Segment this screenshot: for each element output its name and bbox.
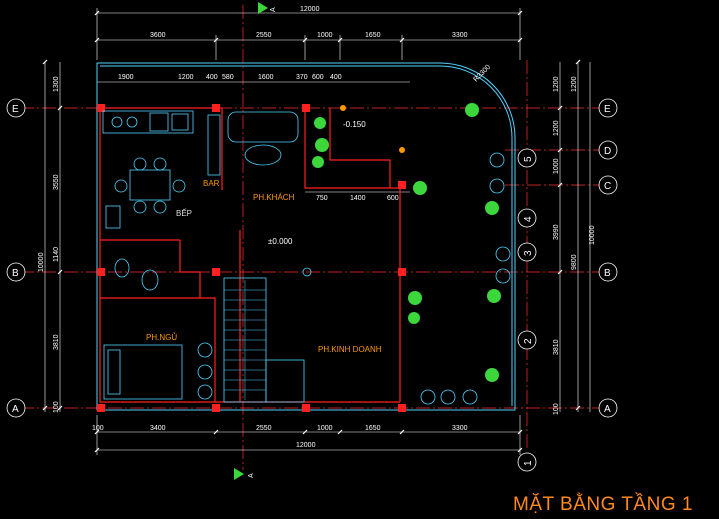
dim-right-inner: 1000 (553, 158, 560, 174)
left-axis-bubbles (6, 98, 26, 418)
radius-label: R3300 (472, 64, 492, 84)
dim-bottom-seg: 2550 (256, 425, 272, 432)
dim-left-seg: 3810 (53, 334, 60, 350)
section-mark-top: A (270, 7, 277, 12)
dim-right-total: 10000 (589, 225, 596, 245)
room-bep: BẾP (176, 208, 192, 218)
section-markers (234, 2, 268, 480)
dim-bottom-seg: 1000 (317, 425, 333, 432)
dim-top-inner: 580 (222, 74, 234, 81)
dim-top-seg: 1000 (317, 32, 333, 39)
dim-right-inner: 1200 (553, 120, 560, 136)
axis-right-b: B (604, 268, 611, 279)
dim-bottom-seg: 3400 (150, 425, 166, 432)
axis-grid-1: 1 (523, 460, 534, 466)
dim-bottom-seg: 100 (92, 425, 104, 432)
axis-left-a: A (12, 404, 19, 415)
dim-bottom-seg: 3300 (452, 425, 468, 432)
building-outline (96, 62, 516, 411)
dim-top-inner: 400 (206, 74, 218, 81)
plants (312, 103, 501, 382)
dim-left-seg: 3550 (53, 174, 60, 190)
axis-grid-5: 5 (523, 156, 534, 162)
page-title: MẶT BẰNG TẦNG 1 (513, 493, 693, 515)
axis-left-e: E (12, 104, 19, 115)
dim-left-total: 10000 (38, 252, 45, 272)
grid-bubbles (517, 148, 537, 472)
dim-left-seg: 100 (53, 401, 60, 413)
dim-top-inner: 1200 (178, 74, 194, 81)
dim-right-inner: 3810 (553, 339, 560, 355)
dim-bottom-seg: 1650 (365, 425, 381, 432)
axis-left-b: B (12, 268, 19, 279)
dim-top-inner: 1600 (258, 74, 274, 81)
dim-right-seg: 1200 (571, 76, 578, 92)
dim-top-seg: 1650 (365, 32, 381, 39)
dim-top-inner: 600 (312, 74, 324, 81)
dim-right-inner: 3990 (553, 224, 560, 240)
right-axis-bubbles (598, 98, 618, 418)
dim-right-seg: 9800 (571, 254, 578, 270)
axis-right-a: A (604, 404, 611, 415)
dim-top-total: 12000 (300, 6, 320, 13)
dim-top-seg: 3600 (150, 32, 166, 39)
structural-columns (97, 104, 406, 412)
room-bar: BAR (203, 179, 220, 188)
axis-right-c: C (604, 181, 611, 192)
dim-top-inner: 1900 (118, 74, 134, 81)
room-khach: PH.KHÁCH (253, 193, 295, 202)
dim-right-inner: 100 (553, 403, 560, 415)
dim-left-seg: 1140 (53, 247, 60, 262)
dim-mid: 1400 (350, 195, 366, 202)
room-ngu: PH.NGỦ (146, 333, 177, 342)
dim-mid: 600 (387, 195, 399, 202)
section-mark-bottom: A (248, 473, 255, 478)
level-main: ±0.000 (268, 237, 293, 246)
dim-mid: 750 (316, 195, 328, 202)
dim-right-inner: 1200 (553, 76, 560, 92)
dim-bottom-total: 12000 (296, 442, 316, 449)
dim-left-seg: 1300 (53, 76, 60, 92)
axis-right-d: D (604, 146, 611, 157)
furniture (102, 105, 511, 405)
axis-grid-3: 3 (523, 250, 534, 256)
dim-top-seg: 2550 (256, 32, 272, 39)
axis-grid-4: 4 (523, 216, 534, 222)
level-upper: -0.150 (343, 120, 366, 129)
interior-walls (99, 107, 401, 403)
room-kinh-doanh: PH.KINH DOANH (318, 345, 382, 354)
dim-top-inner: 400 (330, 74, 342, 81)
axis-right-e: E (604, 104, 611, 115)
dim-top-seg: 3300 (452, 32, 468, 39)
dimension-lines (42, 8, 591, 455)
dim-top-inner: 370 (296, 74, 308, 81)
axis-grid-2: 2 (523, 338, 534, 344)
